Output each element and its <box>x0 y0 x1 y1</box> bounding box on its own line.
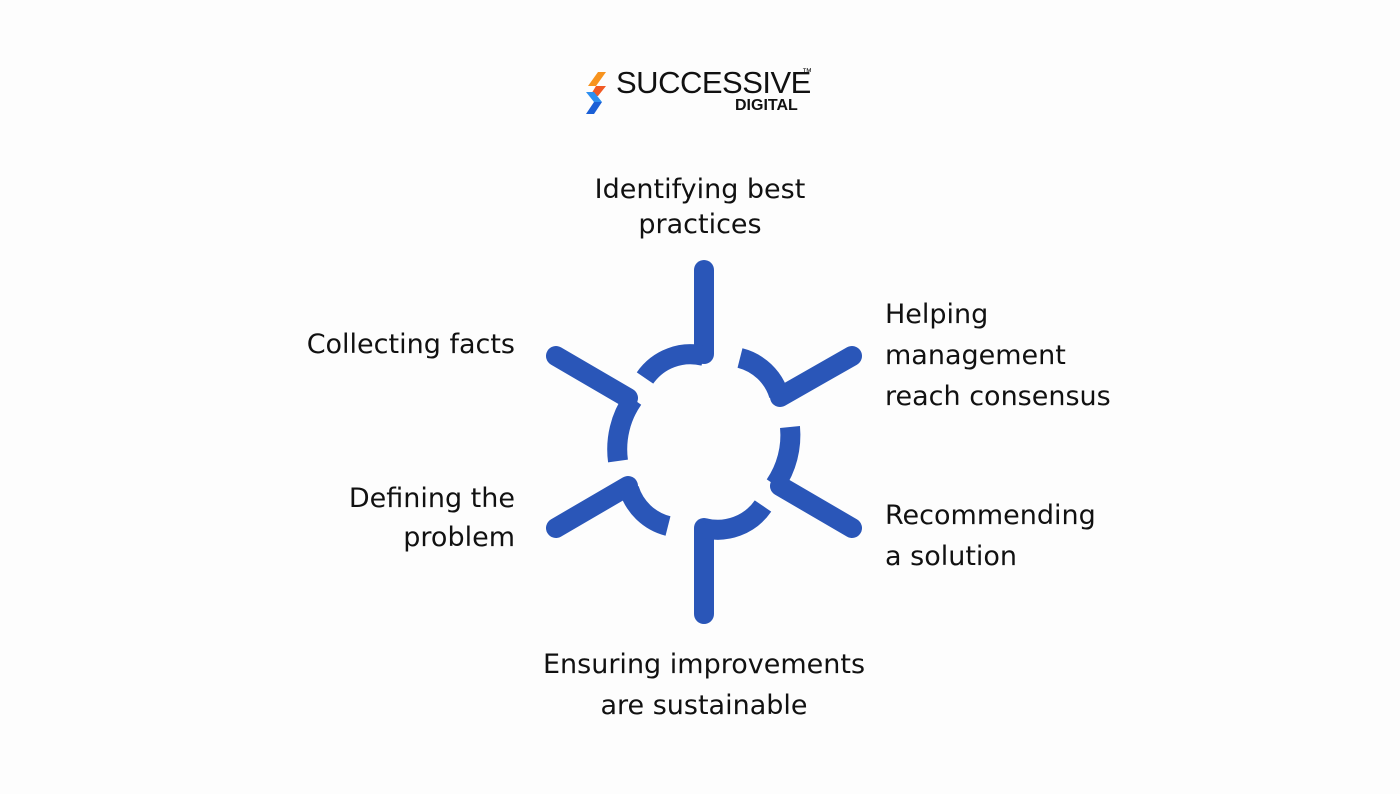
successive-digital-logo: SUCCESSIVE ™ DIGITAL <box>584 66 824 116</box>
step-label-collecting-facts: Collecting facts <box>215 325 515 365</box>
arc-top-right <box>737 348 789 399</box>
brand-mark-icon <box>586 72 606 114</box>
step-label-ensuring-improvements: Ensuring improvements are sustainable <box>454 644 954 726</box>
hub-graphic <box>546 260 862 624</box>
brand-name: SUCCESSIVE <box>616 65 811 100</box>
label-line: are sustainable <box>600 690 808 721</box>
label-line: Identifying best <box>594 174 806 205</box>
spoke-top-left <box>546 346 638 408</box>
step-label-recommending-solution: Recommending a solution <box>885 495 1096 577</box>
spoke-bottom-right <box>770 476 862 538</box>
label-line: problem <box>403 522 515 553</box>
arc-bottom-left <box>619 485 671 536</box>
arc-right <box>766 426 801 491</box>
label-line: Helping <box>885 299 989 330</box>
arc-bottom-right <box>701 499 772 540</box>
arc-left <box>607 393 642 463</box>
step-label-helping-management: Helping management reach consensus <box>885 294 1111 417</box>
trademark-symbol: ™ <box>802 67 812 78</box>
label-line: management <box>885 340 1066 371</box>
label-line: Collecting facts <box>306 329 515 360</box>
spoke-top-right <box>770 346 862 407</box>
step-label-identifying-best-practices: Identifying best practices <box>500 172 900 242</box>
label-line: reach consensus <box>885 381 1111 412</box>
label-line: Defining the <box>348 483 515 514</box>
label-line: Recommending <box>885 500 1096 531</box>
label-line: Ensuring improvements <box>542 649 866 680</box>
step-label-defining-problem: Defining the problem <box>215 479 515 557</box>
label-line: a solution <box>885 541 1018 572</box>
arc-top-left <box>636 344 707 385</box>
label-line: practices <box>638 209 762 240</box>
spoke-bottom-left <box>546 476 638 538</box>
brand-sub: DIGITAL <box>735 97 798 114</box>
